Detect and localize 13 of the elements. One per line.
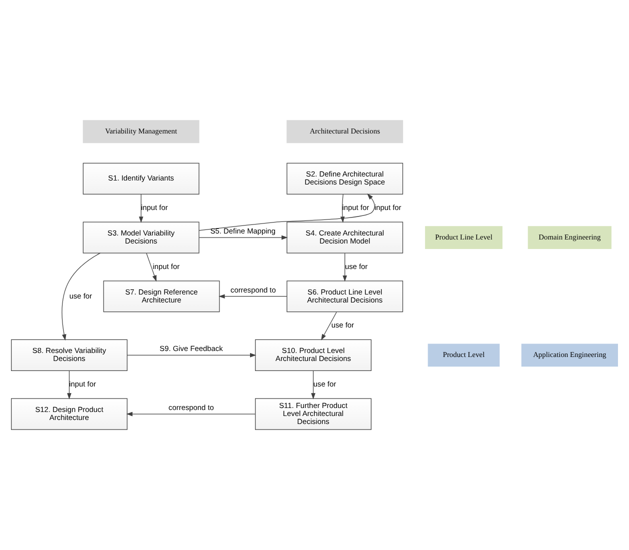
arrow xyxy=(218,294,288,299)
arrow xyxy=(67,370,72,400)
arrow xyxy=(321,312,337,340)
arrow xyxy=(138,194,144,223)
arrow xyxy=(62,252,101,341)
arrow xyxy=(311,370,316,400)
arrow xyxy=(340,194,345,223)
arrow xyxy=(342,252,348,282)
arrow xyxy=(126,412,256,416)
arrow xyxy=(198,194,375,231)
arrow xyxy=(126,353,256,358)
arrow xyxy=(146,252,156,282)
arrow xyxy=(198,235,288,240)
